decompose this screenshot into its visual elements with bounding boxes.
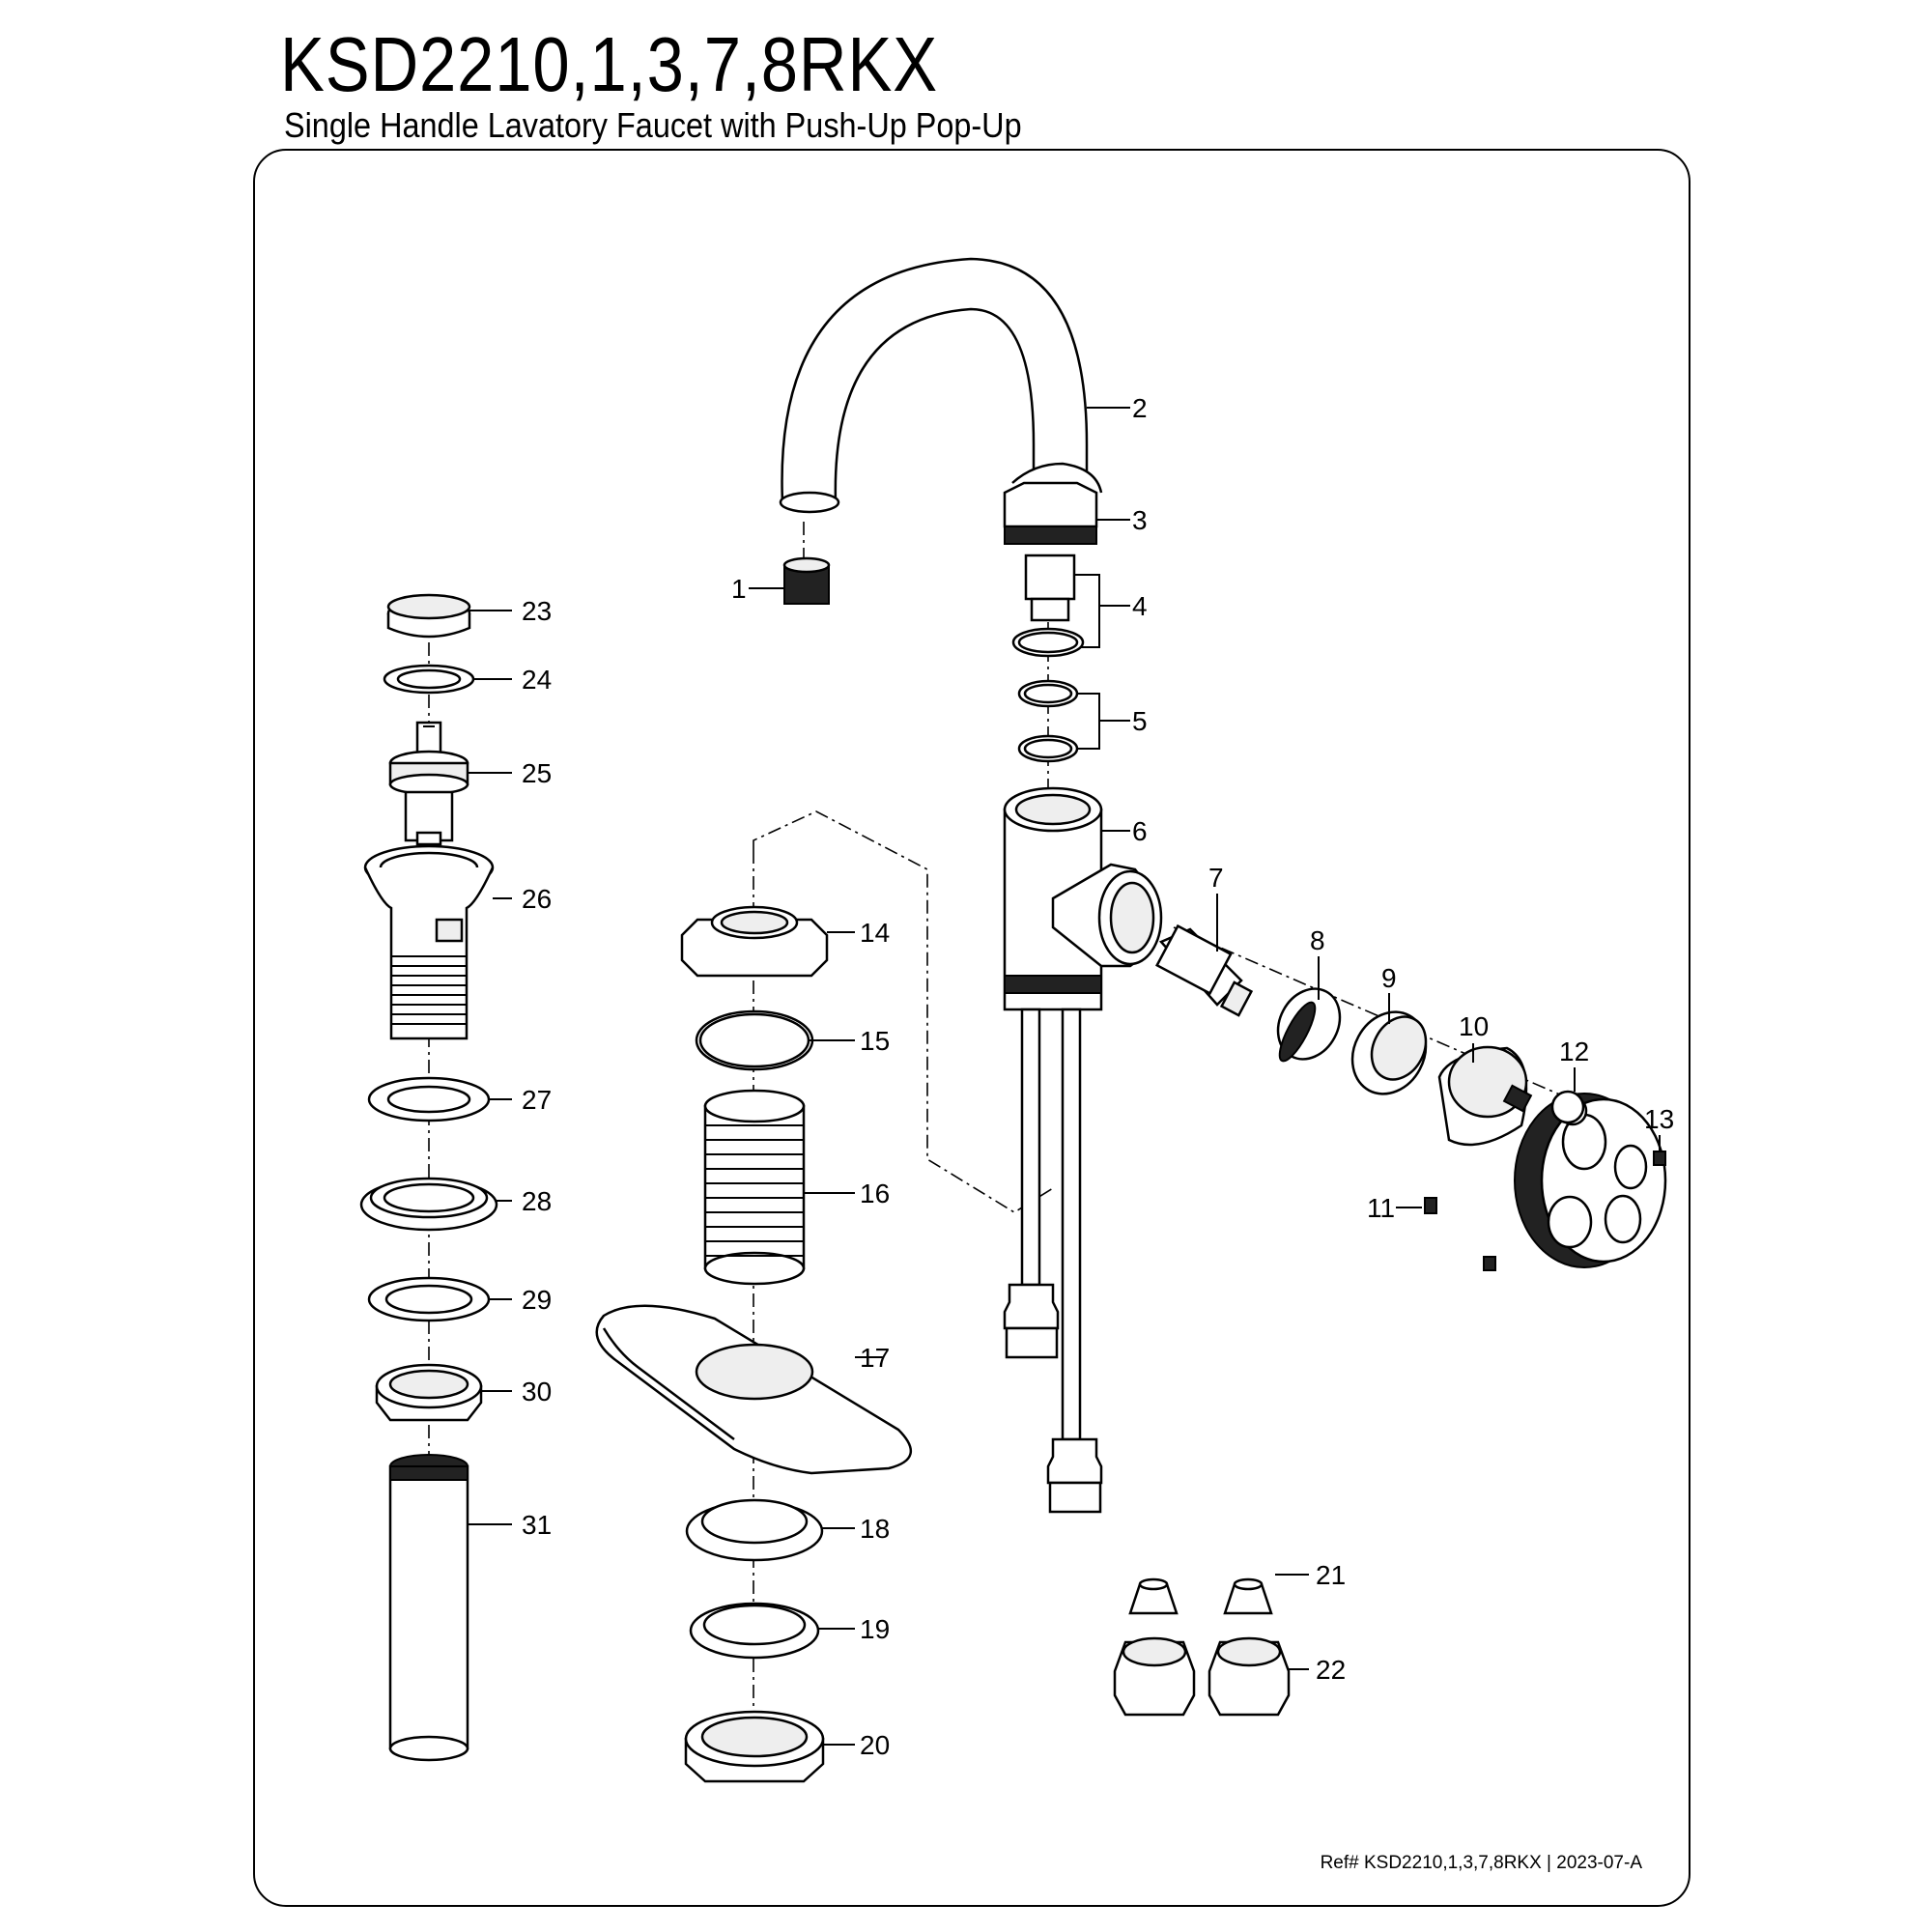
callout-27: 27	[522, 1085, 552, 1115]
callout-15: 15	[860, 1026, 890, 1056]
callout-14: 14	[860, 918, 890, 948]
callout-25: 25	[522, 758, 552, 788]
part-29-friction-washer[interactable]	[367, 1276, 491, 1322]
part-27-gasket[interactable]	[367, 1076, 491, 1122]
part-8-bonnet-nut[interactable]	[1266, 978, 1352, 1069]
callout-16: 16	[860, 1179, 890, 1208]
callout-17: 17	[860, 1343, 890, 1373]
callout-7: 7	[1208, 863, 1224, 893]
supply-line-cold[interactable]	[1046, 1008, 1103, 1514]
supply-line-hot[interactable]	[1003, 1008, 1060, 1359]
callout-30: 30	[522, 1377, 552, 1406]
callout-26: 26	[522, 884, 552, 914]
callout-31: 31	[522, 1510, 552, 1540]
callout-labels: 1 2 3 4 5 6 7 8 9 10 11 12 13 14 15 16 1…	[522, 393, 1674, 1760]
part-3-spout-nut[interactable]	[1003, 481, 1098, 545]
part-25-push-up-mechanism[interactable]	[388, 721, 469, 846]
leader-lines	[468, 407, 1661, 1746]
part-17-deck-plate[interactable]	[595, 1304, 913, 1475]
part-31-tailpiece[interactable]	[388, 1454, 469, 1762]
page-title: KSD2210,1,3,7,8RKX	[280, 21, 938, 107]
part-16-threaded-shank[interactable]	[703, 1089, 806, 1286]
part-28-flange-washer[interactable]	[359, 1177, 498, 1232]
part-24-seal-ring[interactable]	[383, 664, 475, 695]
callout-21: 21	[1316, 1560, 1346, 1590]
part-23-pop-up-cap[interactable]	[386, 593, 471, 639]
part-21-compression-sleeves[interactable]	[1128, 1577, 1273, 1615]
callout-1: 1	[731, 574, 747, 604]
part-1-aerator[interactable]	[782, 556, 831, 605]
part-9-sleeve[interactable]	[1339, 999, 1440, 1107]
callout-8: 8	[1310, 925, 1325, 955]
callout-13: 13	[1644, 1104, 1674, 1134]
callout-19: 19	[860, 1614, 890, 1644]
part-11-set-screw[interactable]	[1424, 1197, 1437, 1214]
part-18-gasket[interactable]	[685, 1498, 824, 1562]
callout-11: 11	[1367, 1193, 1395, 1223]
spout-axis	[803, 522, 1049, 792]
callout-18: 18	[860, 1514, 890, 1544]
callout-29: 29	[522, 1285, 552, 1315]
callout-10: 10	[1459, 1011, 1489, 1041]
page-subtitle: Single Handle Lavatory Faucet with Push-…	[284, 105, 1022, 145]
part-30-drain-nut[interactable]	[375, 1363, 483, 1422]
part-4-spout-adapter[interactable]	[1011, 554, 1085, 658]
callout-4: 4	[1132, 591, 1148, 621]
part-5-o-rings[interactable]	[1017, 679, 1079, 763]
callout-28: 28	[522, 1186, 552, 1216]
part-10-handle-base[interactable]	[1437, 1045, 1533, 1147]
part-14-mounting-nut[interactable]	[680, 905, 829, 978]
diagram-frame	[253, 149, 1690, 1907]
callout-23: 23	[522, 596, 552, 626]
callout-24: 24	[522, 665, 552, 695]
part-19-washer[interactable]	[689, 1602, 820, 1660]
part-20-lock-nut[interactable]	[684, 1710, 825, 1783]
callout-22: 22	[1316, 1655, 1346, 1685]
callout-5: 5	[1132, 706, 1148, 736]
part-15-o-ring[interactable]	[695, 1009, 814, 1071]
part-12-wheel-handle[interactable]	[1514, 1090, 1667, 1268]
callout-20: 20	[860, 1730, 890, 1760]
callout-2: 2	[1132, 393, 1148, 423]
part-6-faucet-body[interactable]	[1003, 786, 1163, 1011]
reference-number: Ref# KSD2210,1,3,7,8RKX | 2023-07-A	[1320, 1853, 1642, 1873]
callout-9: 9	[1381, 963, 1397, 993]
callout-12: 12	[1559, 1037, 1589, 1066]
part-2-spout[interactable]	[779, 257, 1103, 514]
callout-6: 6	[1132, 816, 1148, 846]
part-26-drain-flange-body[interactable]	[363, 844, 495, 1040]
callout-3: 3	[1132, 505, 1148, 535]
part-7-cartridge[interactable]	[1155, 923, 1254, 1017]
part-22-coupling-nuts[interactable]	[1113, 1636, 1291, 1717]
